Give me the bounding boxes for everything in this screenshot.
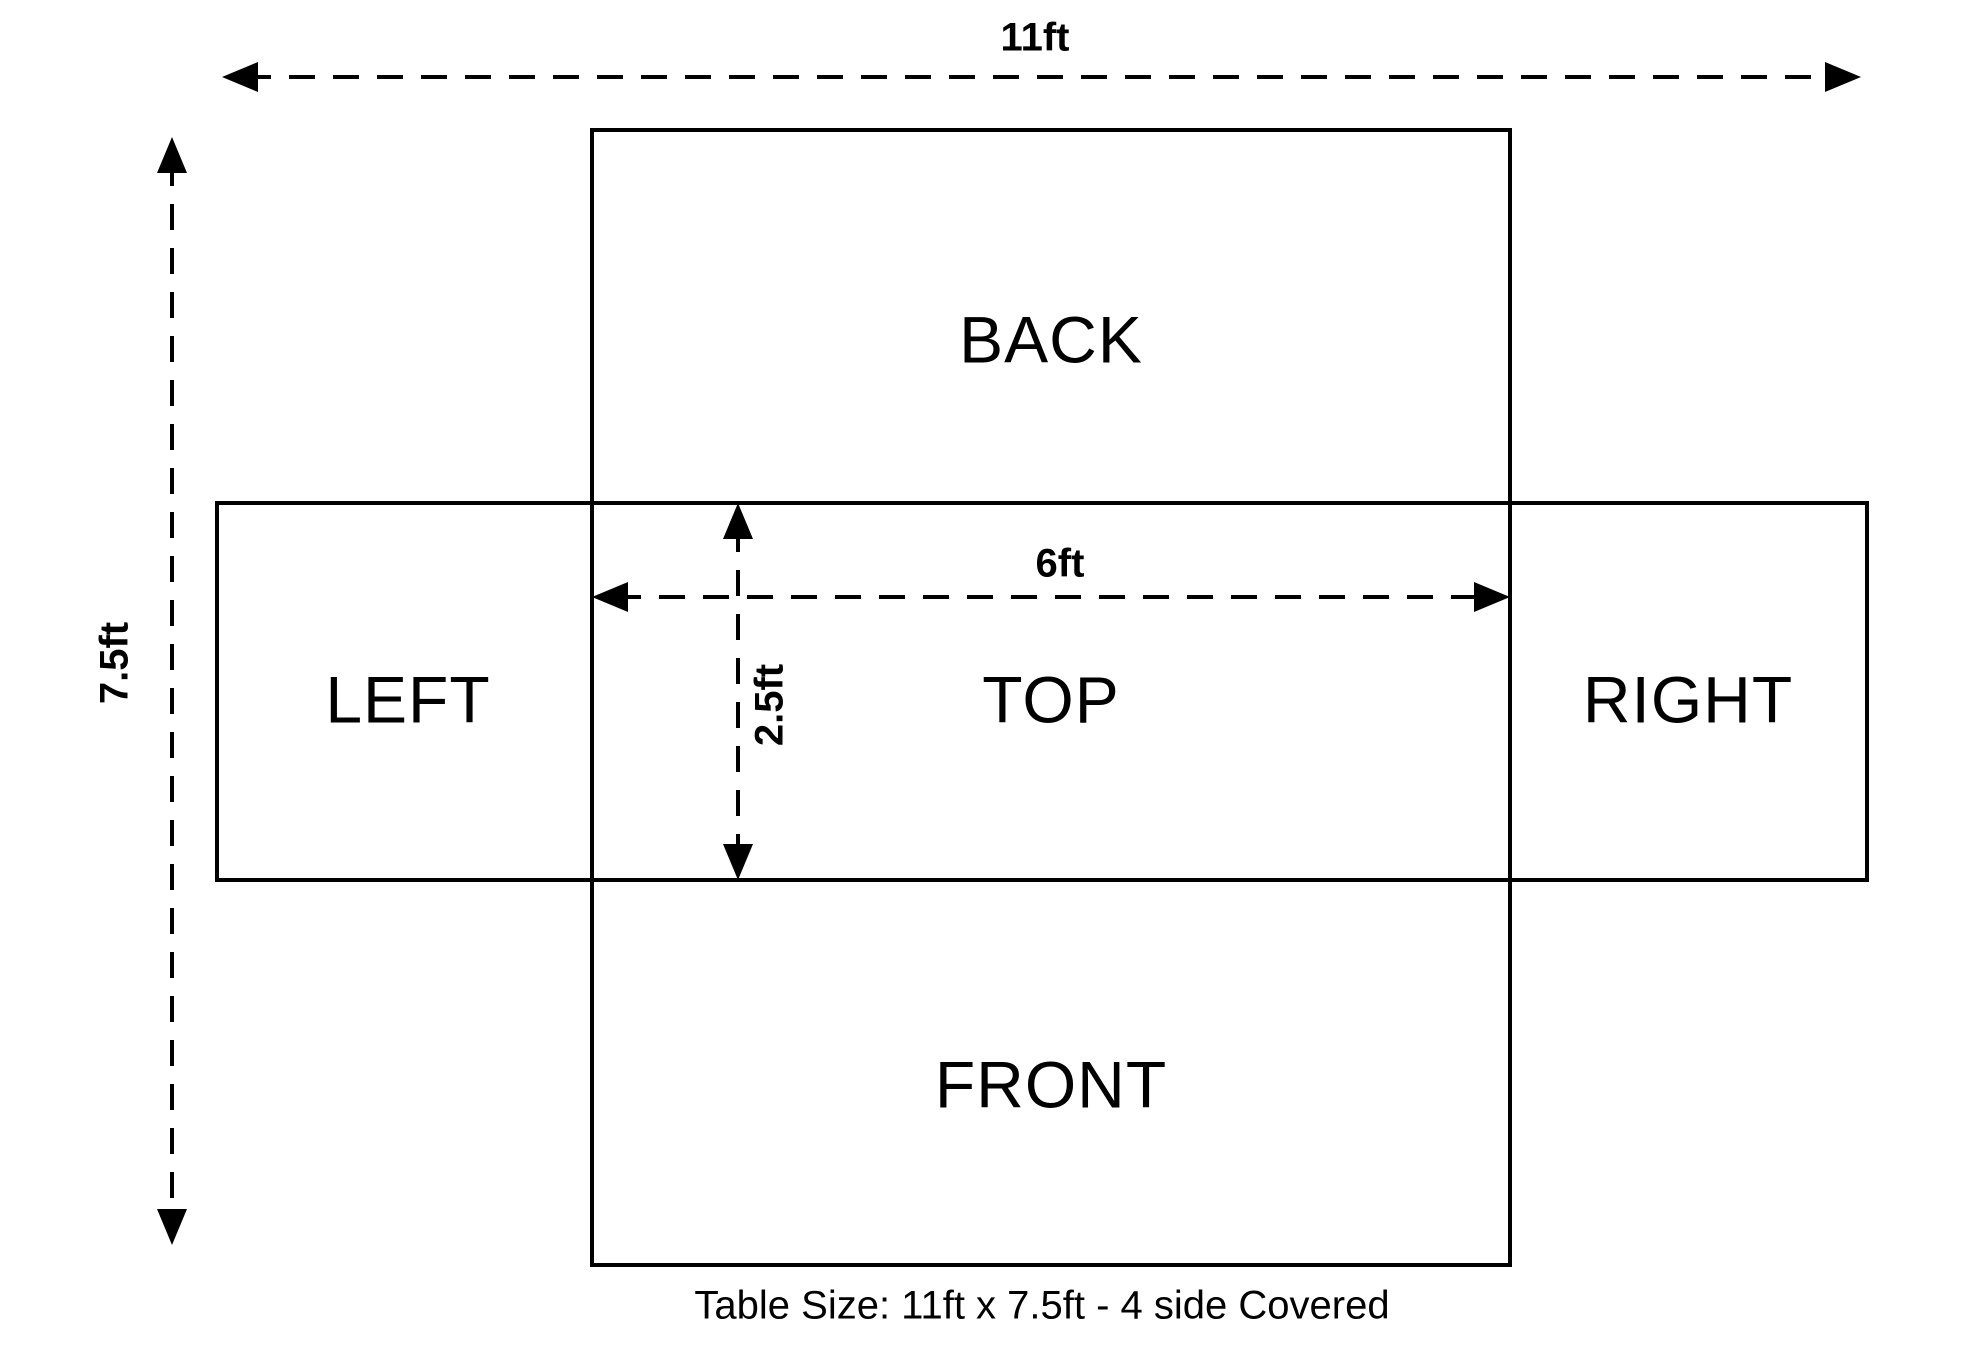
arrowhead-top-width-left <box>592 582 628 612</box>
arrowhead-overall-width-right <box>1825 62 1861 92</box>
diagram-caption: Table Size: 11ft x 7.5ft - 4 side Covere… <box>694 1284 1389 1328</box>
label-backdrop-top-width <box>1000 536 1120 592</box>
dimension-label-top-width: 6ft <box>1036 542 1085 586</box>
panel-label-top: TOP <box>982 662 1119 736</box>
label-backdrop-overall-height <box>88 588 146 738</box>
arrowhead-top-width-right <box>1474 582 1510 612</box>
arrowhead-overall-height-bottom <box>157 1209 187 1245</box>
panel-front <box>590 878 1512 1267</box>
arrowhead-top-depth-bottom <box>723 844 753 880</box>
panel-right <box>1508 501 1869 882</box>
panel-back <box>590 128 1512 505</box>
label-backdrop-overall-width <box>960 8 1110 66</box>
arrowhead-top-depth-top <box>723 503 753 539</box>
label-backdrop-top-depth <box>745 636 801 774</box>
arrowhead-overall-width-left <box>222 62 258 92</box>
panel-label-right: RIGHT <box>1583 662 1793 736</box>
panel-label-front: FRONT <box>935 1047 1167 1121</box>
dimension-label-top-depth: 2.5ft <box>748 664 792 746</box>
panel-label-left: LEFT <box>325 662 490 736</box>
panel-label-back: BACK <box>959 302 1143 376</box>
panel-left <box>215 501 594 882</box>
dimension-label-overall-width: 11ft <box>1001 16 1070 60</box>
arrowhead-overall-height-top <box>157 137 187 173</box>
dimension-label-overall-height: 7.5ft <box>93 622 137 704</box>
